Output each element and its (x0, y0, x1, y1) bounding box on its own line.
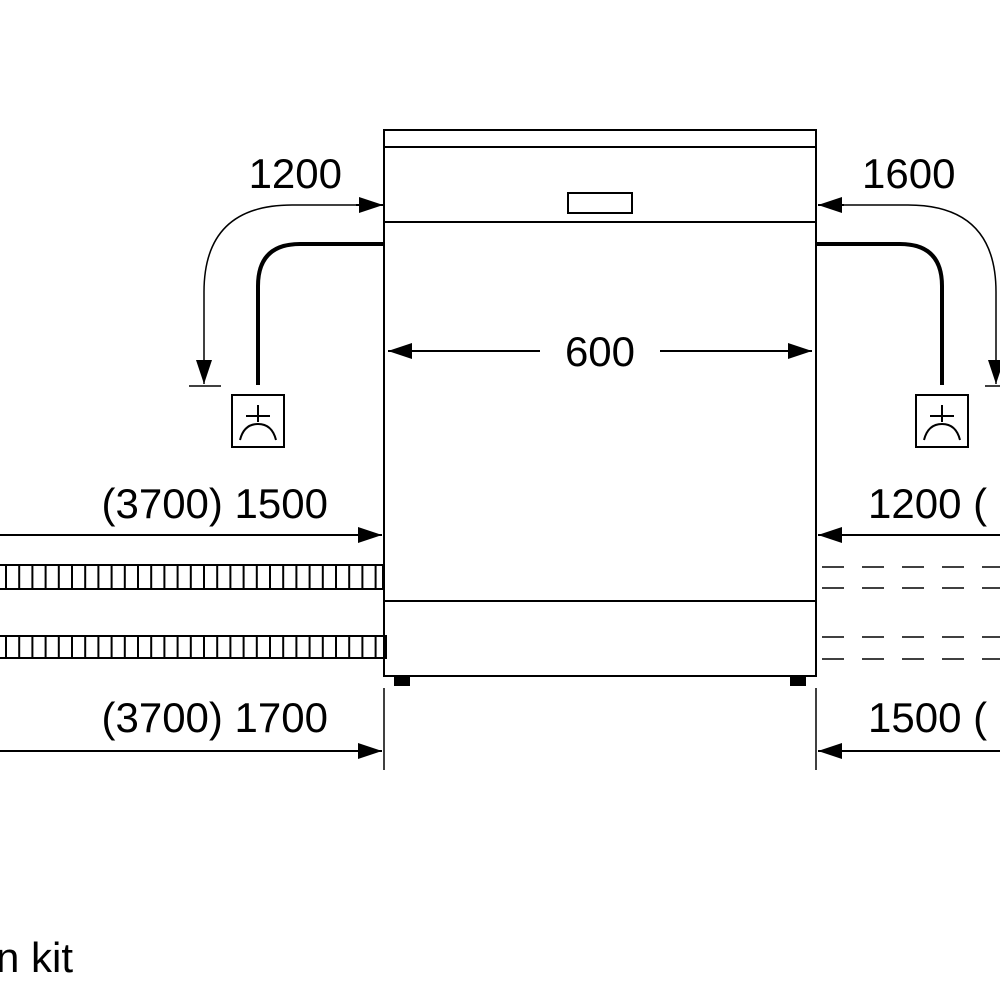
drain-left-label: (3700) 1700 (101, 694, 328, 741)
cable-right-label: 1600 (862, 150, 955, 197)
power-socket-icon (915, 394, 969, 448)
power-cable-left (189, 204, 384, 387)
footer-caption: n kit (0, 934, 73, 981)
drain-right-label: 1500 ( (868, 694, 987, 741)
cable-left-label: 1200 (249, 150, 342, 197)
foot-left (394, 676, 410, 686)
foot-right (790, 676, 806, 686)
width-label: 600 (565, 328, 635, 375)
door-handle (567, 192, 633, 214)
dishwasher-front (383, 129, 817, 677)
power-cable-right (816, 204, 1000, 387)
appliance-outline (383, 129, 817, 677)
power-socket-icon (231, 394, 285, 448)
hoses-right-dashed (822, 566, 1000, 660)
inlet-right-label: 1200 ( (868, 480, 987, 527)
drain-hose-left (0, 635, 387, 659)
inlet-left-label: (3700) 1500 (101, 480, 328, 527)
